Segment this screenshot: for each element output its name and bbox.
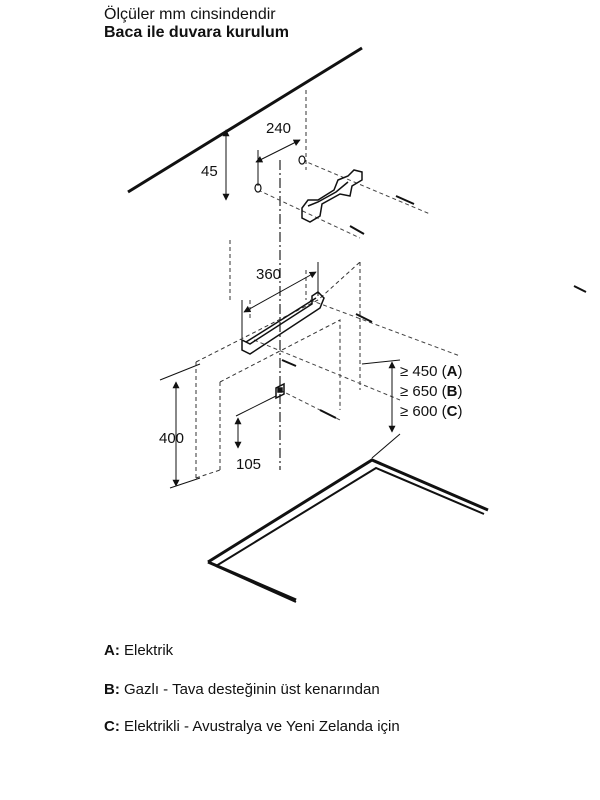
legend-text-c: Elektrikli - Avustralya ve Yeni Zelanda … (124, 718, 400, 735)
legend-text-b: Gazlı - Tava desteğinin üst kenarından (124, 681, 380, 698)
clearance-b: ≥ 650 (B) (400, 383, 462, 400)
legend-text-a: Elektrik (124, 642, 174, 659)
dimension-105 (234, 395, 277, 449)
installation-diagram: 240 45 360 400 105 ≥ 450 (A) ≥ 650 (B) ≥… (127, 46, 587, 603)
ceiling-line (127, 46, 363, 194)
dim-label-45: 45 (201, 163, 218, 180)
dimension-240 (255, 139, 301, 186)
screw-axes (253, 159, 461, 421)
units-note: Ölçüler mm cinsindendir (104, 6, 276, 23)
dim-label-240: 240 (266, 120, 291, 137)
legend-item-a: A: Elektrik (104, 642, 173, 660)
dimension-clearance (361, 359, 401, 459)
dim-label-360: 360 (256, 266, 281, 283)
legend-key-c: C: (104, 718, 120, 735)
dimension-400 (159, 363, 201, 489)
hob-outline (207, 458, 489, 603)
safety-bracket (275, 382, 285, 400)
screws (281, 195, 587, 419)
legend-item-c: C: Elektrikli - Avustralya ve Yeni Zelan… (104, 718, 464, 736)
hood-bracket (241, 291, 325, 355)
legend-key-a: A: (104, 642, 120, 659)
legend-item-b: B: Gazlı - Tava desteğinin üst kenarında… (104, 681, 380, 699)
clearance-a: ≥ 450 (A) (400, 363, 462, 380)
legend-key-b: B: (104, 681, 120, 698)
clearance-c: ≥ 600 (C) (400, 403, 462, 420)
chimney-outline (195, 90, 361, 479)
dim-label-105: 105 (236, 456, 261, 473)
installation-title: Baca ile duvara kurulum (104, 24, 289, 41)
top-bracket (301, 169, 363, 223)
dim-label-400: 400 (159, 430, 184, 447)
dimension-360 (241, 262, 319, 338)
